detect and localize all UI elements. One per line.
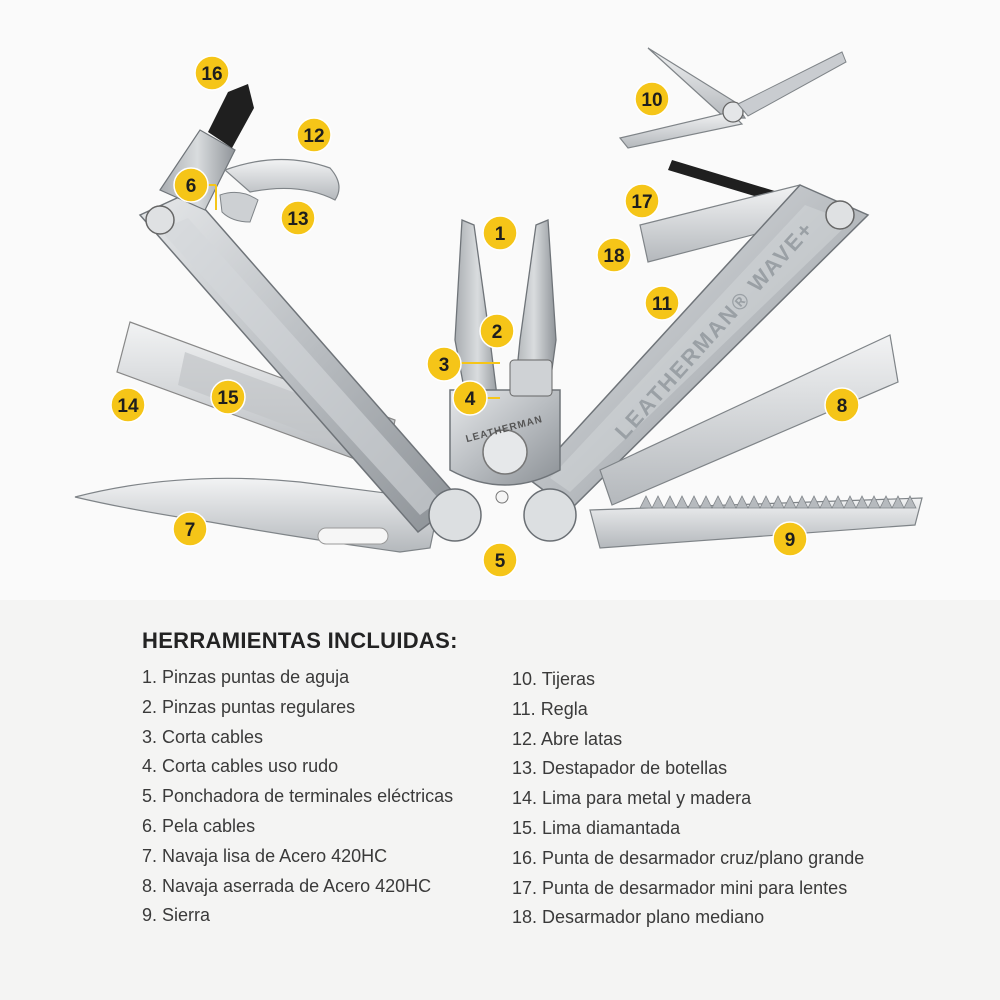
scissors-blade-lower — [618, 111, 744, 149]
svg-text:3: 3 — [439, 355, 450, 376]
svg-text:1: 1 — [495, 224, 506, 245]
left-base-pivot — [428, 488, 482, 542]
svg-text:12: 12 — [303, 126, 324, 147]
right-handle-pivot — [825, 200, 855, 230]
callout-badge-13: 13 — [280, 200, 316, 236]
svg-text:14: 14 — [117, 396, 139, 417]
right-base-pivot — [523, 488, 577, 542]
svg-text:18: 18 — [603, 246, 624, 267]
tool-item: 11. Regla — [512, 698, 588, 719]
callout-badge-17: 17 — [624, 183, 660, 219]
svg-text:5: 5 — [495, 551, 506, 572]
svg-text:9: 9 — [785, 530, 796, 551]
callout-badge-11: 11 — [644, 285, 680, 321]
callout-badge-8: 8 — [824, 387, 860, 423]
mini-screwdriver-bit — [668, 160, 778, 202]
blade-thumb-hole — [317, 527, 389, 545]
tool-item: 2. Pinzas puntas regulares — [142, 696, 356, 717]
tools-list-right: 10. Tijeras 11. Regla 12. Abre latas 13.… — [512, 665, 864, 933]
plier-pivot — [482, 429, 528, 475]
svg-text:17: 17 — [631, 192, 652, 213]
center-crimp-hole — [495, 490, 509, 504]
tool-item: 17. Punta de desarmador mini para lentes — [512, 877, 848, 898]
tool-item: 13. Destapador de botellas — [512, 758, 728, 779]
callout-badge-10: 10 — [634, 81, 670, 117]
callout-badge-6: 6 — [173, 167, 209, 203]
callout-badge-7: 7 — [172, 511, 208, 547]
can-opener — [223, 158, 340, 201]
callout-badge-4: 4 — [452, 380, 488, 416]
bottle-opener — [219, 191, 259, 223]
screwdriver-bit — [208, 84, 254, 148]
serrated-blade — [599, 334, 899, 506]
right-handle-inner — [550, 205, 850, 492]
callout-badge-12: 12 — [296, 117, 332, 153]
callout-badge-2: 2 — [479, 313, 515, 349]
tool-item: 18. Desarmador plano mediano — [512, 907, 765, 928]
scissors-blade-upper — [647, 47, 747, 119]
scissors-pivot — [722, 101, 744, 123]
tool-item: 3. Corta cables — [142, 726, 264, 747]
tool-item: 6. Pela cables — [142, 815, 256, 836]
tool-item: 15. Lima diamantada — [512, 817, 681, 838]
svg-text:2: 2 — [492, 322, 503, 343]
svg-text:13: 13 — [287, 209, 308, 230]
svg-text:10: 10 — [641, 90, 662, 111]
tool-item: 1. Pinzas puntas de aguja — [142, 667, 350, 687]
tool-item: 10. Tijeras — [512, 669, 596, 689]
tool-item: 14. Lima para metal y madera — [512, 788, 752, 809]
tool-item: 5. Ponchadora de terminales eléctricas — [142, 786, 454, 807]
callout-badge-5: 5 — [482, 542, 518, 578]
left-handle-pivot — [145, 205, 175, 235]
svg-text:11: 11 — [652, 294, 673, 315]
callout-badge-1: 1 — [482, 215, 518, 251]
svg-text:6: 6 — [186, 176, 197, 197]
tool-item: 4. Corta cables uso rudo — [142, 756, 339, 777]
callout-badge-18: 18 — [596, 237, 632, 273]
svg-text:16: 16 — [201, 64, 222, 85]
tool-item: 9. Sierra — [142, 905, 211, 926]
tools-heading: HERRAMIENTAS INCLUIDAS: — [142, 628, 458, 653]
svg-text:8: 8 — [837, 396, 848, 417]
left-handle-inner — [160, 218, 440, 515]
saw-teeth — [639, 495, 917, 509]
callout-badge-9: 9 — [772, 521, 808, 557]
callout-badge-14: 14 — [110, 387, 146, 423]
callout-badge-3: 3 — [426, 346, 462, 382]
tool-item: 7. Navaja lisa de Acero 420HC — [142, 845, 388, 866]
callout-badge-15: 15 — [210, 379, 246, 415]
scissors-spring-arm — [737, 51, 847, 117]
svg-text:7: 7 — [185, 520, 196, 541]
tool-item: 12. Abre latas — [512, 728, 623, 749]
wire-cutter-block — [509, 359, 553, 397]
tool-item: 16. Punta de desarmador cruz/plano grand… — [512, 847, 865, 868]
tool-item: 8. Navaja aserrada de Acero 420HC — [142, 875, 432, 896]
svg-text:15: 15 — [217, 388, 239, 409]
tools-list-left: 1. Pinzas puntas de aguja 2. Pinzas punt… — [142, 663, 453, 931]
callout-badge-16: 16 — [194, 55, 230, 91]
svg-text:4: 4 — [465, 389, 476, 410]
